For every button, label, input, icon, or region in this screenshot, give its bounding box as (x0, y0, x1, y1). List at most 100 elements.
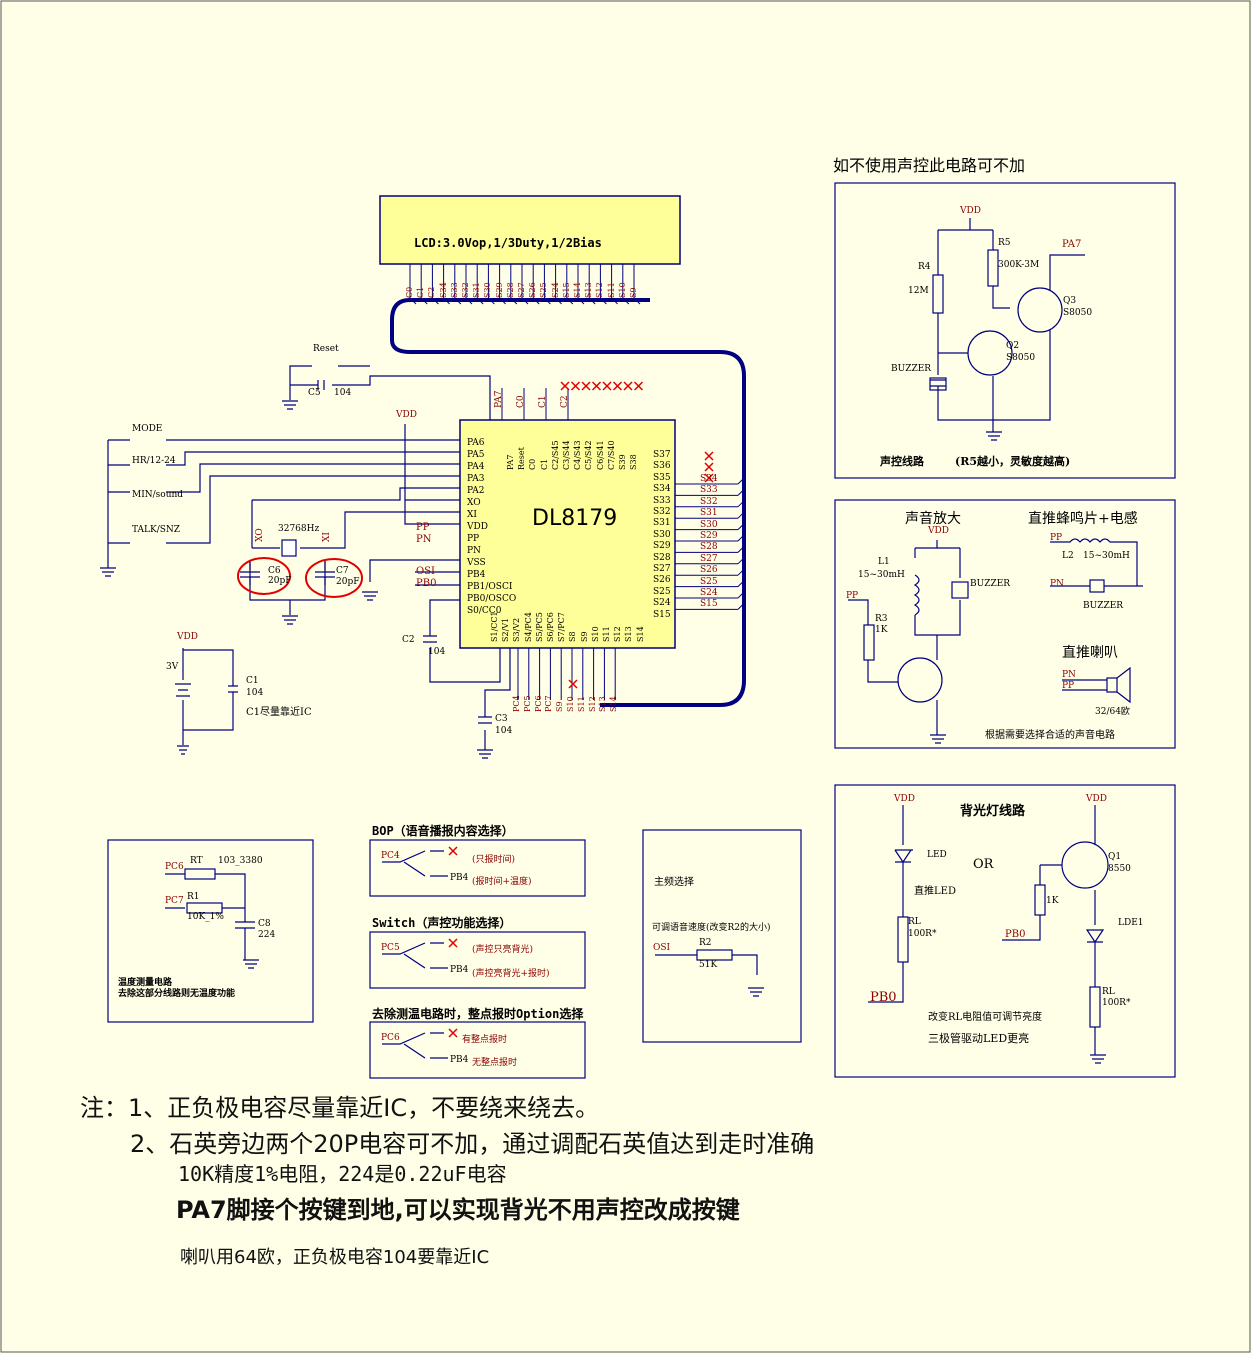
no-connect-mark (633, 381, 644, 391)
ic-left-pin-label: VDD (467, 522, 488, 532)
lcd-pin-label: S30 (483, 282, 493, 298)
lcd-pin-label: S10 (617, 282, 627, 298)
ic-bottom-pin-label: S14 (635, 626, 645, 642)
xi-label: XI (321, 532, 332, 542)
ic-right-net-bend (737, 603, 745, 610)
switch-opt1[interactable]: (声控只亮背光) (472, 945, 534, 955)
ic-right-pin-label: S34 (653, 484, 671, 495)
lcd-pin-label: S26 (528, 282, 538, 298)
l1-label: L1 (878, 557, 890, 567)
bop-opt1[interactable]: (只报时间) (472, 855, 516, 865)
no-connect-mark (448, 1028, 458, 1038)
ic-top-pin-label: C3/S44 (562, 440, 571, 470)
lcd-pin-bend (588, 297, 596, 305)
voice-control-circuit (929, 218, 1085, 432)
lcd-pin-bend (488, 297, 495, 305)
freq-title: 主频选择 (654, 877, 694, 888)
lcd-pin-label: S15 (561, 282, 571, 298)
lcd-pin-label: S11 (606, 282, 616, 298)
note-1: 注：1、正负极电容尽量靠近IC，不要绕来绕去。 (80, 1094, 600, 1122)
ic-top-net-label: PA7 (494, 390, 504, 408)
lcd-pin-label: S34 (438, 282, 448, 298)
button-min-label[interactable]: MIN/sound (132, 490, 184, 500)
vc-caption-note: (R5越小，灵敏度越高) (955, 455, 1071, 468)
switch-pb4: PB4 (450, 965, 469, 975)
ic-left-pin-label: S0/CC0 (467, 606, 502, 616)
no-connect-mark (704, 473, 714, 483)
button-hr-label[interactable]: HR/12-24 (132, 456, 176, 466)
amplifier-circuit (848, 538, 1143, 735)
ic-bottom-net-label: PC4 (512, 695, 521, 712)
bl-lde1: LDE1 (1118, 918, 1144, 928)
ic-right-pin-label: S24 (653, 598, 671, 609)
ic-bottom-pin-label: S3/V2 (512, 617, 522, 642)
ic-right-pin-label: S31 (653, 518, 671, 529)
switch-net: PC5 (381, 943, 400, 953)
lcd-pin-bend (577, 297, 585, 305)
bop-pb4: PB4 (450, 873, 469, 883)
switch-opt2[interactable]: (声控亮背光+报时) (472, 969, 550, 979)
crystal-freq: 32768Hz (278, 524, 320, 534)
c3-label: C3 (495, 714, 508, 724)
vdd-battery-label: VDD (177, 632, 198, 642)
option-opt2[interactable]: 无整点报时 (472, 1058, 518, 1068)
option-pb4: PB4 (450, 1055, 469, 1065)
no-connect-mark (602, 381, 612, 391)
ic-right-net-label: S34 (700, 474, 718, 484)
ic-left-pin-label: PP (467, 534, 480, 544)
lcd-bus (390, 298, 746, 707)
bop-box (369, 839, 586, 897)
button-talk-label[interactable]: TALK/SNZ (132, 525, 181, 535)
option-net: PC6 (381, 1033, 400, 1043)
freq-desc: 可调语音速度(改变R2的大小) (652, 923, 771, 933)
ic-name: DL8179 (532, 506, 618, 531)
r3-label: R3 (875, 614, 888, 624)
lcd-pin-bend (566, 297, 574, 305)
c2-value: 104 (428, 647, 446, 657)
ic-right-net-bend (737, 489, 745, 496)
reset-label[interactable]: Reset (313, 344, 339, 354)
ic-left-pin-label: PA6 (467, 438, 485, 448)
ic-top-pin-label: C5/S42 (584, 440, 594, 470)
ic-bottom-net-label: S12 (587, 696, 597, 712)
switch-title: Switch（声控功能选择） (372, 916, 512, 930)
bop-net: PC4 (381, 851, 400, 861)
lcd-pin-bend (499, 297, 506, 305)
lcd-pin-bend (521, 297, 529, 305)
amp-pp: PP (846, 591, 859, 601)
amp-buzzer: BUZZER (970, 579, 1011, 589)
ic-bottom-pin-label: S6/PC6 (546, 612, 555, 642)
r5-label: R5 (998, 238, 1011, 248)
ic-left-pin-label: PB1/OSCI (467, 582, 513, 592)
ic-left-pin-label: PA3 (467, 474, 485, 484)
ic-bottom-pin-label: S12 (613, 626, 623, 642)
ic-bottom-net-label: S13 (598, 696, 608, 712)
ic-top-pin-label: PA7 (506, 454, 515, 470)
option-opt1[interactable]: 有整点报时 (462, 1035, 508, 1045)
c6-label: C6 (268, 566, 281, 576)
temp-rt: RT (190, 856, 203, 866)
bl-1k: 1K (1046, 896, 1059, 906)
ic-bottom-net-label: S10 (566, 696, 575, 712)
c1-label: C1 (246, 676, 259, 686)
ic-left-pin-label: PB0/OSCO (467, 594, 517, 604)
net-pb0: PB0 (416, 578, 437, 589)
bl-caption1: 改变RL电阻值可调节亮度 (928, 1012, 1043, 1023)
ic-bottom-pin-label: S9 (579, 631, 589, 642)
button-mode-label[interactable]: MODE (132, 424, 163, 434)
bl-pb0-1: PB0 (870, 990, 897, 1005)
ic-bottom-pin-label: S10 (590, 626, 600, 642)
bl-vdd2: VDD (1086, 794, 1107, 804)
q2-label: Q2 (1006, 341, 1020, 351)
speaker-value: 32/64欧 (1095, 707, 1130, 717)
amp-title-left: 声音放大 (905, 511, 961, 527)
backlight-box (834, 784, 1176, 1078)
c6-highlight (237, 557, 291, 595)
ic-right-net-label: S15 (700, 599, 718, 610)
bop-opt2[interactable]: (报时间+温度) (472, 877, 532, 887)
backlight-title: 背光灯线路 (960, 804, 1026, 819)
c2-label: C2 (402, 635, 415, 645)
ic-right-net-bend (737, 534, 745, 542)
ic-right-pin-label: S15 (653, 609, 671, 620)
ic-right-net-label: S26 (700, 565, 718, 576)
